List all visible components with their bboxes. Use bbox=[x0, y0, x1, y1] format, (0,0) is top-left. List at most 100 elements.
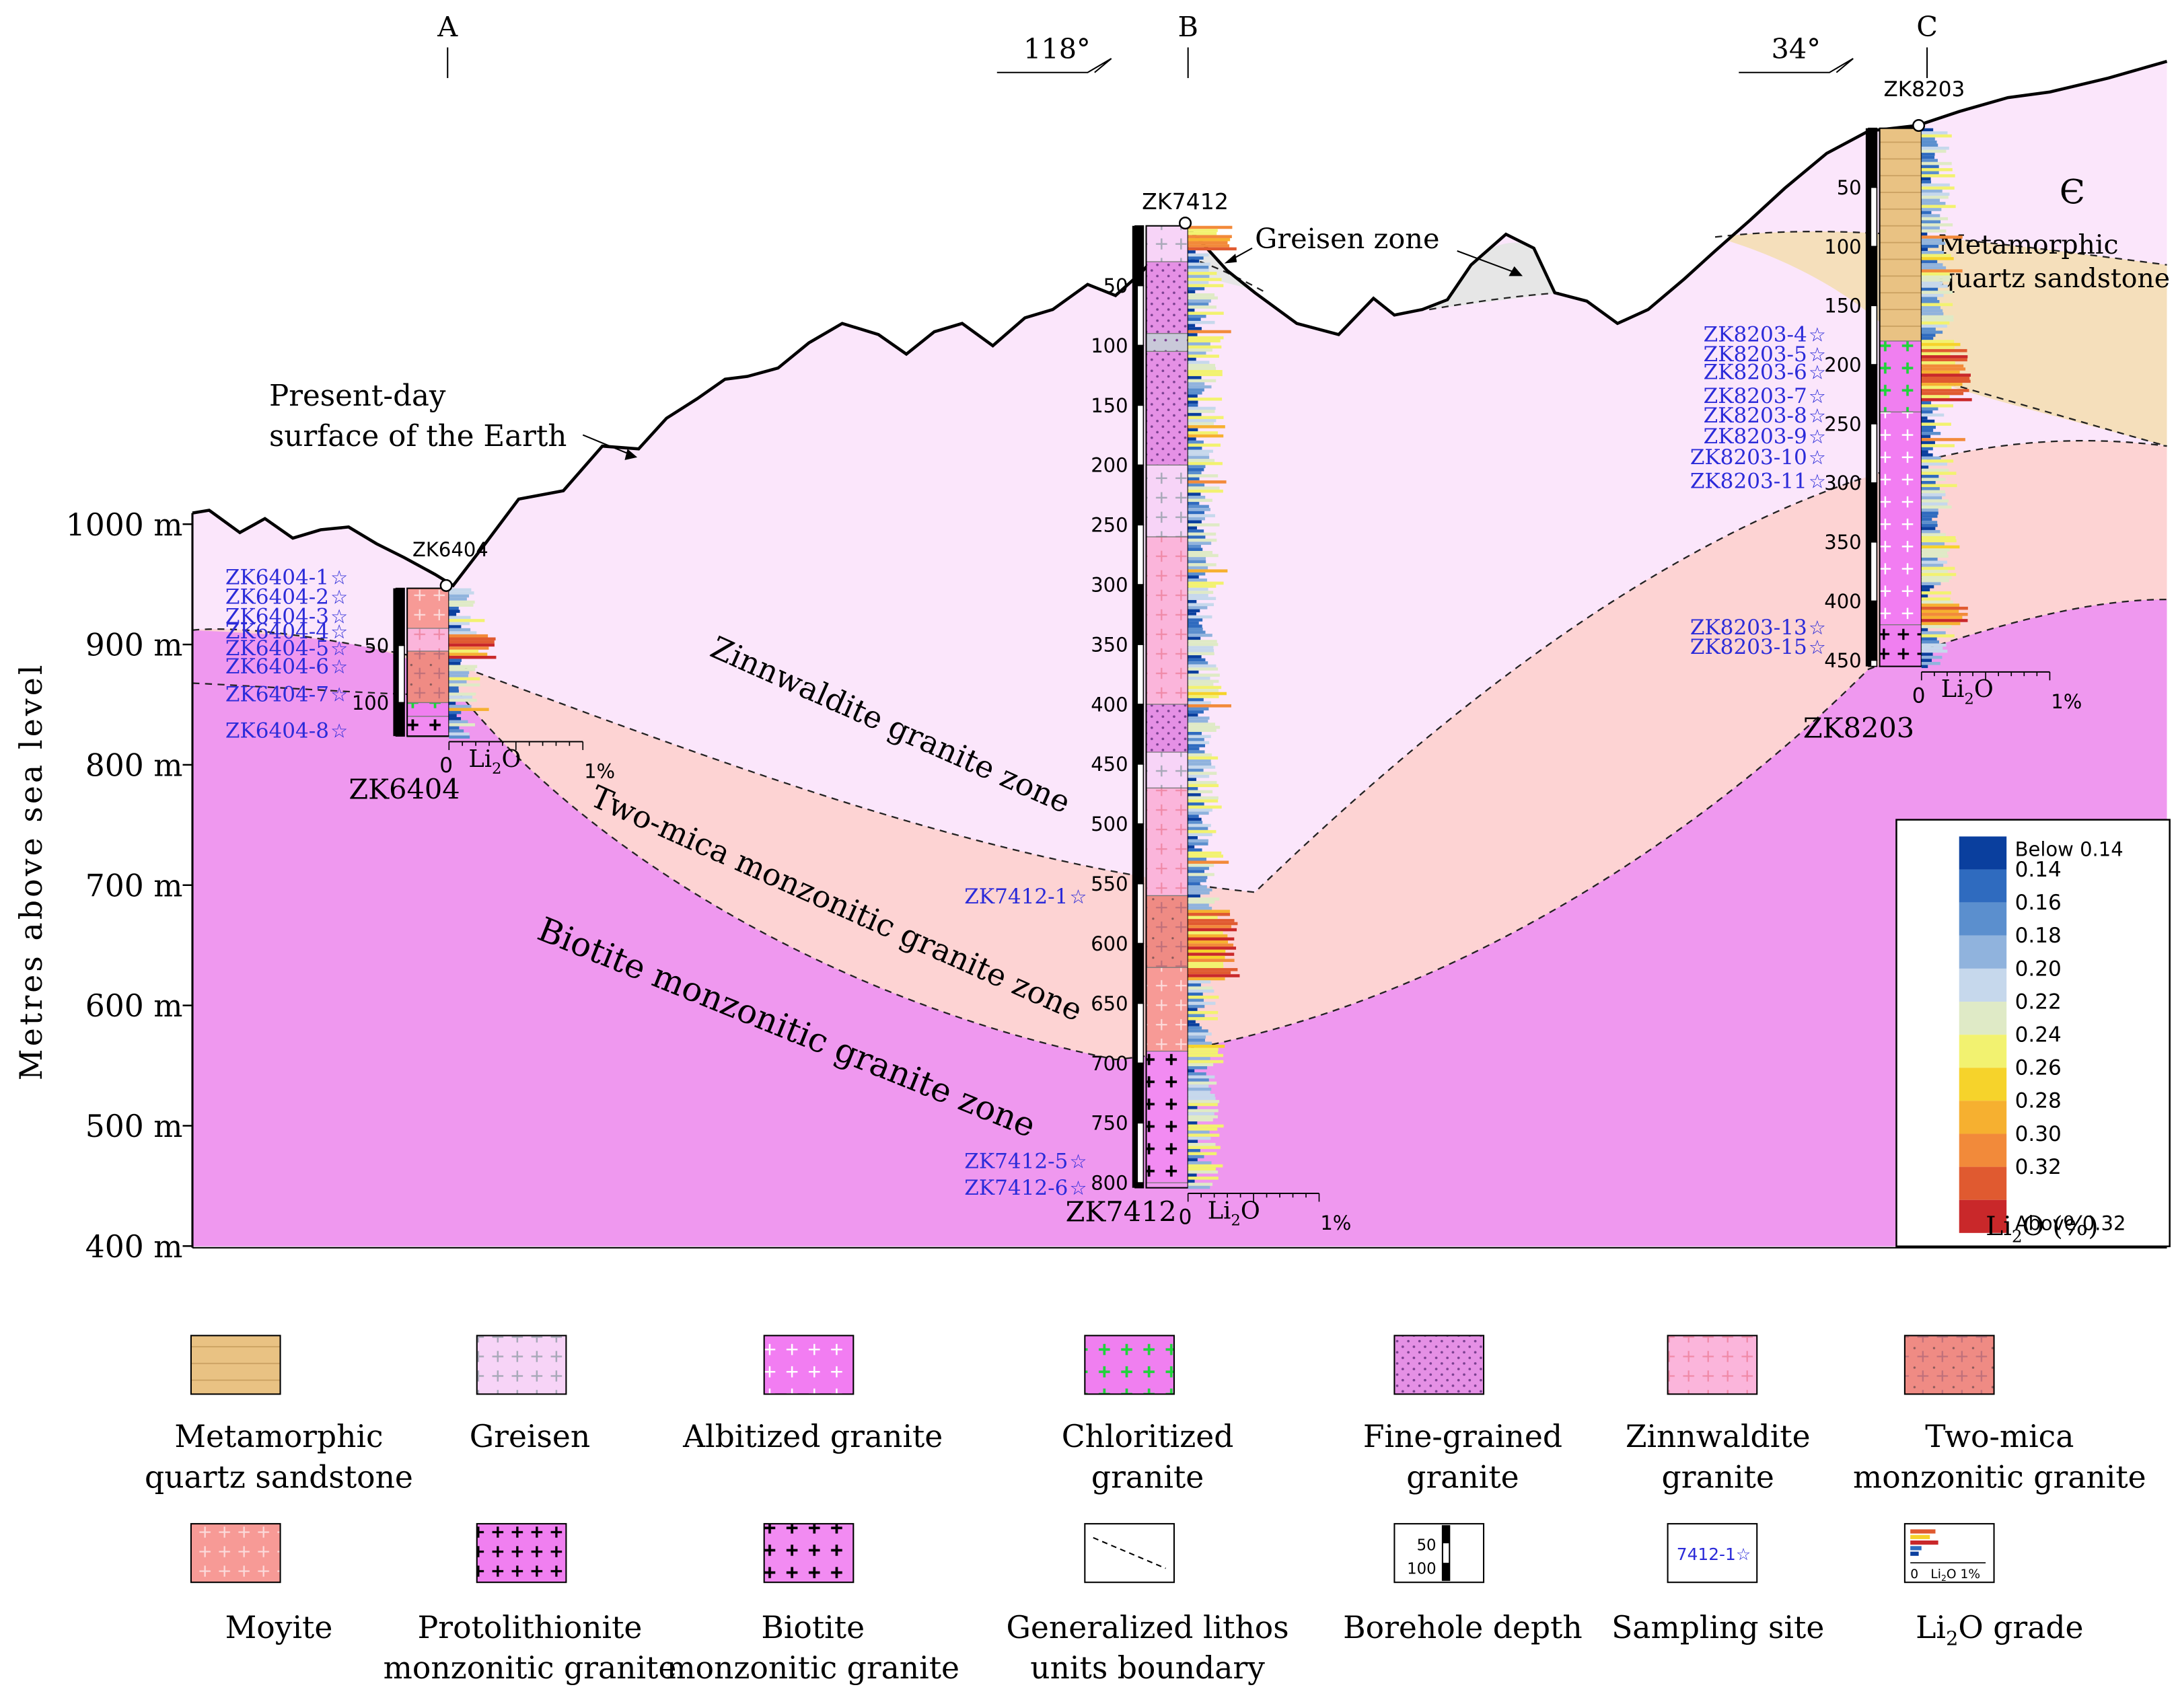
grade-bar bbox=[1921, 370, 1960, 374]
grade-bar bbox=[1188, 894, 1200, 898]
grade-bar bbox=[1188, 1066, 1208, 1070]
grade-bar bbox=[1921, 376, 1970, 380]
grade-bar bbox=[1188, 502, 1200, 505]
grade-bar bbox=[1921, 143, 1938, 147]
grade-bar bbox=[1188, 416, 1224, 419]
grade-bar bbox=[1921, 312, 1944, 315]
legend-swatch bbox=[1667, 1335, 1758, 1395]
grade-bar bbox=[1921, 493, 1946, 496]
grade-bar bbox=[1921, 665, 1928, 669]
grade-bar bbox=[1921, 244, 1939, 248]
grade-bar bbox=[1188, 648, 1214, 653]
grade-bar bbox=[1188, 250, 1196, 254]
grade-bin-label: 0.20 bbox=[2015, 957, 2062, 981]
grade-bar bbox=[1188, 535, 1206, 539]
depth-tick-label: 600 bbox=[1091, 932, 1128, 955]
grade-bar bbox=[1921, 521, 1938, 524]
sample-star-icon: ☆ bbox=[1809, 385, 1826, 408]
collar-marker bbox=[1912, 118, 1926, 133]
grade-bar bbox=[1188, 701, 1211, 704]
grade-bar bbox=[1188, 780, 1217, 784]
grade-bar bbox=[1188, 1183, 1213, 1186]
grade-bar bbox=[1188, 406, 1216, 410]
legend-label: granite bbox=[1091, 1459, 1204, 1495]
grade-bar bbox=[1921, 594, 1928, 598]
grade-bar bbox=[1188, 738, 1204, 741]
legend-label: Borehole depth bbox=[1343, 1610, 1583, 1645]
grade-bar bbox=[449, 680, 467, 683]
grade-bar bbox=[1921, 266, 1947, 270]
grade-bin-swatch bbox=[1959, 1199, 2007, 1233]
grade-bar bbox=[1188, 676, 1210, 680]
grade-bar bbox=[1188, 719, 1208, 723]
grade-bar bbox=[1921, 509, 1938, 512]
sample-star-icon: ☆ bbox=[330, 566, 348, 589]
grade-bar bbox=[1188, 529, 1204, 533]
grade-bar bbox=[1188, 860, 1229, 864]
grade-bar bbox=[1921, 490, 1946, 494]
surface-label-line1: Present-day bbox=[269, 379, 446, 413]
grade-bar bbox=[449, 702, 456, 705]
grade-bar bbox=[1188, 747, 1200, 751]
grade-bar bbox=[1921, 159, 1938, 162]
grade-bar bbox=[1188, 1053, 1223, 1057]
grade-bin-label: 0.28 bbox=[2015, 1089, 2062, 1113]
grade-bar bbox=[1188, 299, 1211, 303]
grade-bar bbox=[1921, 564, 1944, 567]
grade-bar bbox=[1188, 1155, 1204, 1158]
grade-bar bbox=[1921, 389, 1969, 392]
depth-tick-label: 350 bbox=[1091, 633, 1128, 656]
grade-axis-label: Li2O bbox=[468, 745, 521, 778]
depth-tick-label: 450 bbox=[1091, 753, 1128, 776]
grade-bar bbox=[1921, 324, 1947, 328]
grade-bin-swatch bbox=[1959, 869, 2007, 903]
grade-bin-label: 0.14 bbox=[2015, 858, 2062, 882]
grade-bar bbox=[1188, 839, 1208, 843]
grade-bar bbox=[449, 690, 459, 693]
legend-item-moyite: Moyite bbox=[190, 1523, 332, 1645]
grade-bar bbox=[1188, 1185, 1210, 1189]
grade-axis-label: Li2O bbox=[1208, 1197, 1260, 1229]
sample-star-icon: ☆ bbox=[1809, 404, 1826, 427]
grade-bar bbox=[1188, 225, 1233, 229]
grade-bar bbox=[1921, 410, 1933, 414]
grade-bar bbox=[1188, 1047, 1219, 1051]
grade-bar bbox=[1188, 919, 1235, 922]
grade-bar bbox=[1188, 461, 1223, 466]
grade-bar bbox=[1188, 667, 1219, 671]
sample-star-icon: ☆ bbox=[330, 719, 348, 742]
grade-bar bbox=[1921, 435, 1931, 439]
lithology-unit bbox=[406, 716, 449, 738]
grade-bar bbox=[1921, 597, 1951, 601]
grade-bar bbox=[1188, 376, 1202, 379]
grade-bar bbox=[1188, 1164, 1223, 1168]
greisen-zone-fill bbox=[1429, 242, 1559, 310]
grade-bar bbox=[1921, 348, 1967, 352]
legend-label: Albitized granite bbox=[682, 1419, 943, 1454]
grade-bar bbox=[1188, 1124, 1224, 1128]
grade-bar bbox=[1188, 505, 1209, 509]
grade-bar bbox=[1188, 965, 1224, 969]
grade-bar bbox=[1921, 330, 1943, 334]
grade-bar bbox=[1188, 725, 1221, 729]
borehole-bottom-name: ZK7412 bbox=[1066, 1195, 1177, 1228]
borehole-bottom-name: ZK8203 bbox=[1803, 712, 1914, 744]
grade-bar bbox=[449, 710, 462, 714]
grade-bar bbox=[1188, 302, 1209, 306]
legend-label: granite bbox=[1662, 1459, 1774, 1495]
sample-label: ZK6404-4 bbox=[225, 620, 329, 644]
grade-bar bbox=[1188, 1002, 1216, 1005]
grade-bar bbox=[1921, 147, 1949, 150]
grade-bar bbox=[1188, 1112, 1214, 1115]
boundary-greisen bbox=[1188, 257, 1560, 311]
sample-star-icon: ☆ bbox=[330, 637, 348, 660]
grade-bar bbox=[1921, 220, 1940, 223]
depth-tick-label: 350 bbox=[1824, 531, 1861, 554]
grade-bar bbox=[1188, 1087, 1212, 1091]
sample-star-icon: ☆ bbox=[330, 605, 348, 628]
grade-bar bbox=[1188, 274, 1210, 279]
grade-bar bbox=[1188, 1103, 1218, 1107]
sample-label: ZK6404-3 bbox=[225, 604, 329, 628]
grade-bar bbox=[1921, 242, 1946, 245]
